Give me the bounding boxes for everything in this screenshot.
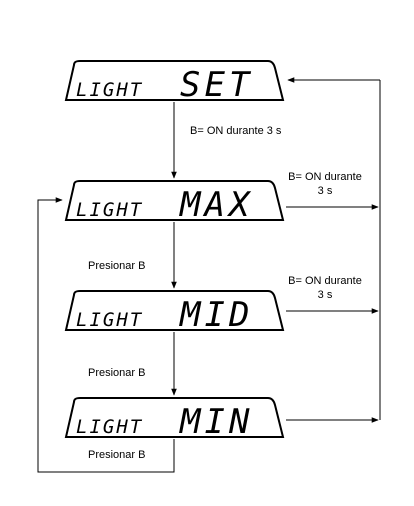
label-max-exit-line2: 3 s [318,185,333,197]
label-mid-exit-line2: 3 s [318,289,333,301]
display-mode: MIN [179,402,253,442]
arrow-min-to-max [37,197,175,473]
display-light-min: LIGHT MIN [64,397,285,442]
label-mid-to-min: Presionar B [88,367,145,379]
label-max-exit-line1: B= ON durante [288,171,362,183]
display-label: LIGHT [76,309,143,331]
display-label: LIGHT [76,416,143,438]
display-light-mid: LIGHT MID [64,290,285,335]
label-mid-exit-line1: B= ON durante [288,275,362,287]
display-light-set: LIGHT SET [64,60,285,105]
label-max-to-mid: Presionar B [88,260,145,272]
display-mode: MAX [179,185,253,225]
display-label: LIGHT [76,79,143,101]
display-mode: MID [179,295,253,335]
label-set-to-max: B= ON durante 3 s [190,125,282,137]
display-mode: SET [180,65,253,105]
display-label: LIGHT [76,199,143,221]
label-min-to-max: Presionar B [88,449,145,461]
display-light-max: LIGHT MAX [64,180,285,225]
